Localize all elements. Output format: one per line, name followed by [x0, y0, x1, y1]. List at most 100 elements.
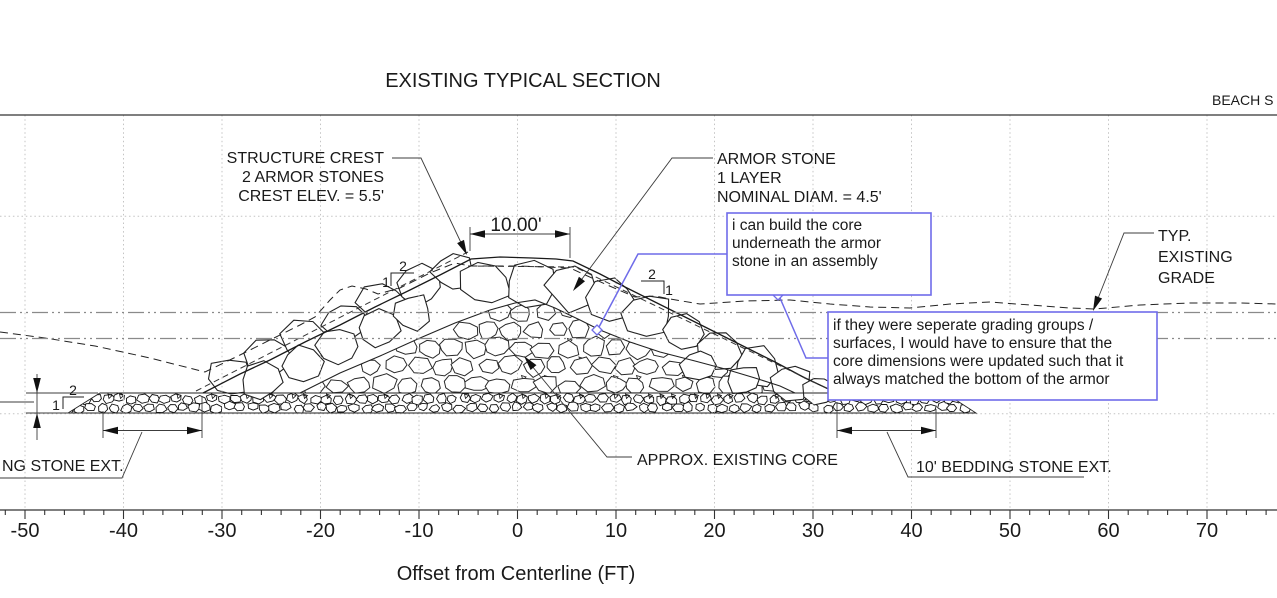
approx-existing-core-label: APPROX. EXISTING CORE [637, 452, 838, 469]
stone-chip [210, 393, 217, 400]
core-boundary-line [299, 299, 796, 394]
bedding-ext-label-left: NG STONE EXT. [2, 458, 124, 475]
stone [258, 404, 271, 413]
stone [136, 393, 150, 404]
stone [397, 377, 418, 393]
grid-layer [0, 115, 1277, 510]
stone [428, 404, 441, 413]
stone [613, 403, 626, 413]
stone [407, 356, 434, 374]
stone [549, 322, 568, 336]
x-tick-label: -50 [11, 520, 40, 542]
x-tick-label: 0 [512, 520, 523, 542]
stone [695, 375, 716, 393]
stone [506, 393, 518, 404]
x-tick-label: 30 [802, 520, 824, 542]
dim-arrow [187, 426, 202, 435]
stone-chip [302, 393, 309, 400]
stone [346, 376, 371, 393]
stone [614, 357, 637, 376]
stone [443, 375, 467, 393]
x-tick-label: -20 [306, 520, 335, 542]
stone-chip [693, 393, 700, 400]
stone [751, 403, 762, 413]
stone [493, 393, 506, 403]
dim-arrow [837, 426, 852, 435]
stone [557, 380, 582, 393]
stone-chip [635, 374, 642, 381]
stone [728, 404, 740, 413]
stone [113, 393, 125, 402]
stone [422, 393, 435, 404]
stone [583, 335, 605, 357]
comment-2-leader[interactable] [779, 297, 828, 359]
dim-arrow [33, 378, 41, 393]
bedding-label-leader-left [0, 431, 143, 479]
stone [499, 402, 512, 412]
existing-core-leader [526, 359, 632, 458]
stone [589, 403, 601, 412]
slope-right-rise: 1 [665, 282, 673, 298]
stone [497, 354, 523, 375]
stone [756, 395, 768, 406]
stone [476, 403, 489, 413]
comment-1-leader[interactable] [598, 253, 727, 328]
x-tick-label: 50 [999, 520, 1021, 542]
stone [233, 402, 246, 412]
stone [583, 393, 597, 403]
stone [733, 393, 746, 403]
stone [367, 394, 378, 405]
comment-box-1[interactable] [726, 212, 932, 296]
stone [678, 350, 717, 381]
stone [370, 403, 385, 413]
x-tick-label: 70 [1196, 520, 1218, 542]
stone [393, 339, 418, 355]
stone [539, 393, 551, 405]
x-tick-label: 20 [703, 520, 725, 542]
stone [452, 321, 479, 341]
stone [625, 339, 652, 361]
armor-stone-label-line2: 1 LAYER [717, 170, 782, 187]
comment-box-2[interactable] [827, 311, 1158, 401]
armor-stone-label-line3: NOMINAL DIAM. = 4.5' [717, 189, 882, 206]
stone [643, 395, 655, 404]
comment-1-text-line2: underneath the armor [732, 235, 881, 252]
stone-chip [670, 393, 677, 400]
slope-indicator-right [641, 280, 665, 294]
stone [662, 313, 705, 350]
stone [268, 403, 281, 413]
stone [84, 403, 96, 412]
stone-chip [544, 393, 550, 400]
stone [459, 261, 512, 304]
stone [823, 404, 834, 413]
stone [700, 393, 712, 404]
dim-arrow [33, 413, 41, 428]
stone [344, 393, 358, 405]
structure-crest-label-line1: STRUCTURE CREST [227, 150, 385, 167]
stone [242, 360, 284, 401]
stone [280, 401, 292, 411]
bedding-ext-label-right: 10' BEDDING STONE EXT. [916, 459, 1112, 476]
leader-arrow [524, 356, 537, 371]
structure-crest-label-line2: 2 ARMOR STONES [242, 169, 384, 186]
stone [385, 355, 408, 374]
slope-left-rise: 1 [382, 274, 390, 290]
stone [555, 403, 568, 413]
stone [566, 401, 579, 412]
stone [707, 403, 718, 413]
slope-bedding-run: 2 [69, 382, 77, 398]
leader-arrow [573, 276, 586, 291]
design-template-line-right [467, 265, 846, 398]
stone [650, 340, 673, 358]
stone [469, 394, 482, 404]
stone [438, 338, 463, 357]
stone [484, 336, 510, 357]
stone [889, 403, 904, 413]
stone [167, 404, 179, 413]
stone [557, 339, 580, 359]
comment-1-leader-diamond[interactable] [591, 324, 603, 336]
structure-crest-leader [392, 157, 465, 250]
stone [532, 375, 557, 393]
